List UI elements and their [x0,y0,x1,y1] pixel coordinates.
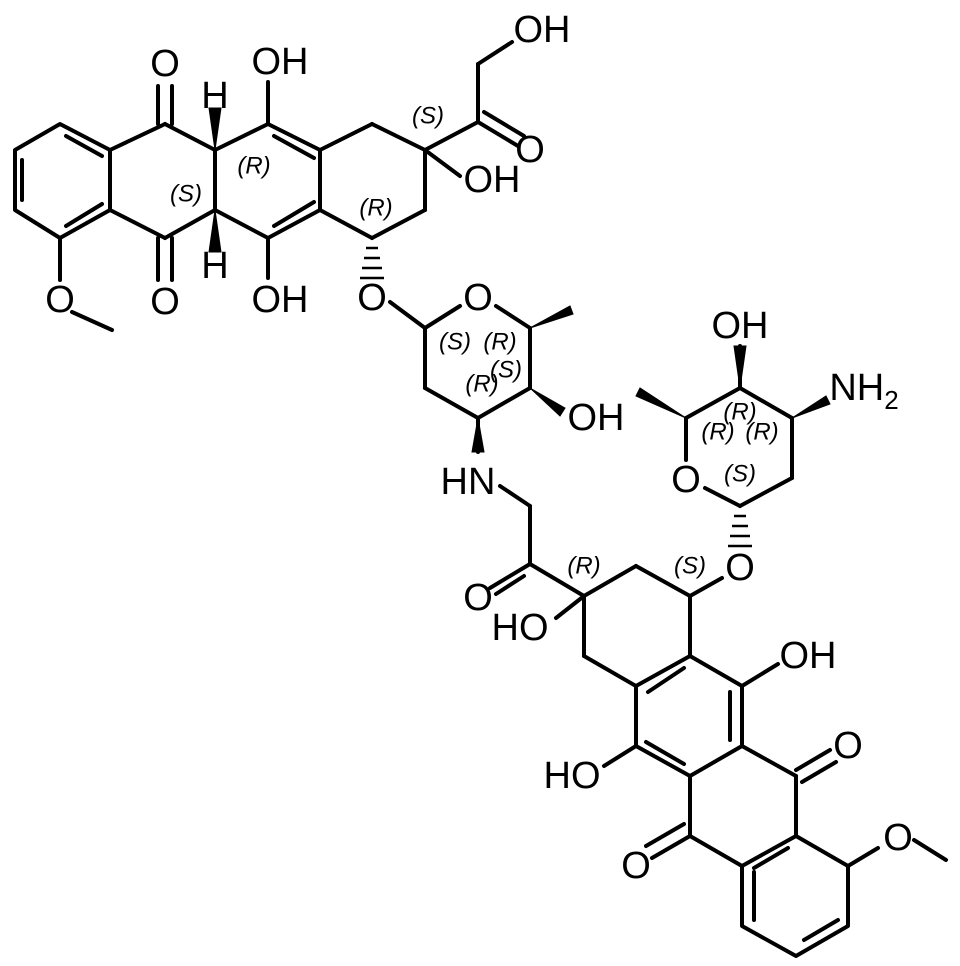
oh-c9: OH [464,159,521,201]
o-keto-top: O [150,43,180,85]
stereo-s-c7-lower: (S) [674,553,706,580]
nh2-subscript: 2 [884,385,898,415]
stereo-r-ring-junction: (R) [237,153,270,180]
oh-top-ring: OH [252,41,309,83]
o-keto-lower-left: O [621,845,651,887]
stereo-r-c7-top: (R) [359,195,392,222]
nh-linker: HN [441,461,496,503]
o-sidechain: O [515,129,545,171]
oh-lower-ring-right: OH [780,635,837,677]
oh-bottom-ring: OH [252,279,309,321]
sugar-1-stereo [471,305,574,453]
oh-sidechain: OH [514,9,571,51]
o-glycosidic-1: O [357,277,387,319]
upper-aglycone-bonds [13,40,526,332]
lower-aglycone-bonds [488,562,948,958]
nh2-amine: NH2 [829,367,898,415]
sugar-2-atoms: OH NH2 O O (R) (R) (R) (S) [671,305,898,589]
upper-aglycone-stereo [208,107,384,280]
stereo-r-sugar1-b: (R) [465,371,498,398]
o-glycosidic-2: O [725,547,755,589]
o-methoxy-left: O [45,279,75,321]
oh-sugar-2: OH [712,305,769,347]
stereo-s-c9-top: (S) [412,103,444,130]
stereo-r-sugar2-a: (R) [723,399,756,426]
lower-aglycone-atoms: O HO OH HO O O O (R) (S) [463,553,913,888]
stereo-r-sugar1-a: (R) [483,329,516,356]
sugar-2-stereo [635,345,831,548]
sugar-1-atoms: O OH HN (S) (R) (S) (R) [439,277,625,503]
o-methoxy-right: O [883,817,913,859]
stereo-r-sugar2-b: (R) [701,419,734,446]
h-top: H [201,75,228,117]
stereo-s-sugar2: (S) [724,461,756,488]
o-ring-sugar-2: O [671,459,701,501]
o-amide: O [463,577,493,619]
o-ring-sugar-1: O [463,277,493,319]
o-keto-lower-right: O [833,725,863,767]
h-bottom: H [201,245,228,287]
upper-aglycone-atoms: O O OH OH H H O OH O OH O (S) (R) (R) (S… [45,9,570,323]
stereo-s-sugar1-b: (S) [490,357,522,384]
stereo-r-c9-lower: (R) [567,553,600,580]
stereo-s-sugar1-a: (S) [439,329,471,356]
ho-lower-ring-left: HO [544,755,601,797]
nh2-label: NH [829,367,884,409]
o-keto-bottom: O [150,281,180,323]
sugar-1-bonds [388,300,532,566]
stereo-r-sugar2-c: (R) [745,419,778,446]
ho-c9-lower: HO [492,607,549,649]
oh-sugar-1: OH [568,397,625,439]
stereo-s-ring-junction: (S) [170,181,202,208]
